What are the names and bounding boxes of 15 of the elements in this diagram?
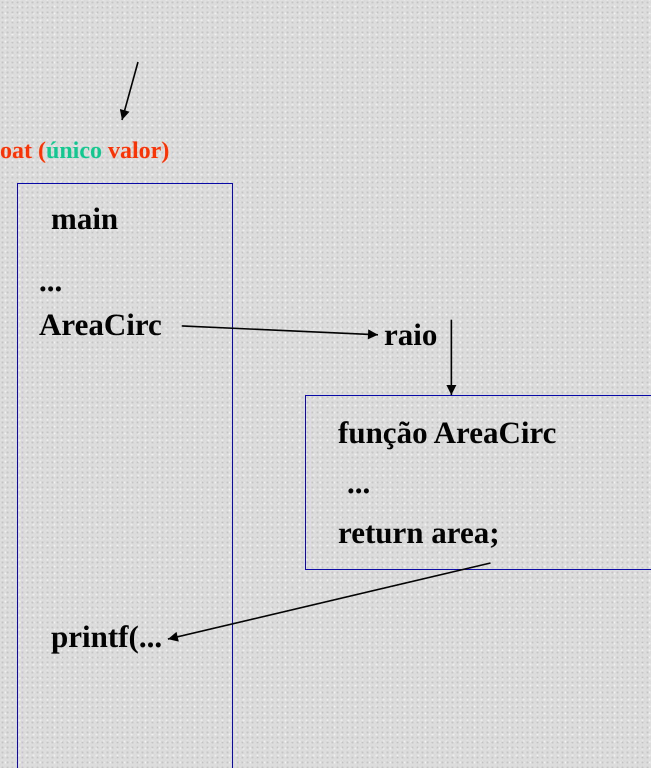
arrow bbox=[120, 62, 139, 120]
arrow bbox=[168, 562, 491, 642]
code-text: ... bbox=[347, 466, 370, 500]
code-text: ... bbox=[39, 264, 62, 298]
function-box bbox=[17, 183, 233, 768]
callout-label: oat (único valor) bbox=[0, 138, 170, 164]
code-text: printf(... bbox=[51, 620, 162, 654]
arrow bbox=[446, 320, 456, 395]
code-text: return area; bbox=[338, 516, 500, 550]
arrow bbox=[182, 325, 378, 340]
code-text: raio bbox=[384, 318, 452, 352]
code-text: função AreaCirc bbox=[338, 416, 556, 450]
code-text: AreaCirc bbox=[39, 308, 162, 342]
code-text: main bbox=[51, 202, 118, 236]
function-box bbox=[305, 395, 651, 570]
